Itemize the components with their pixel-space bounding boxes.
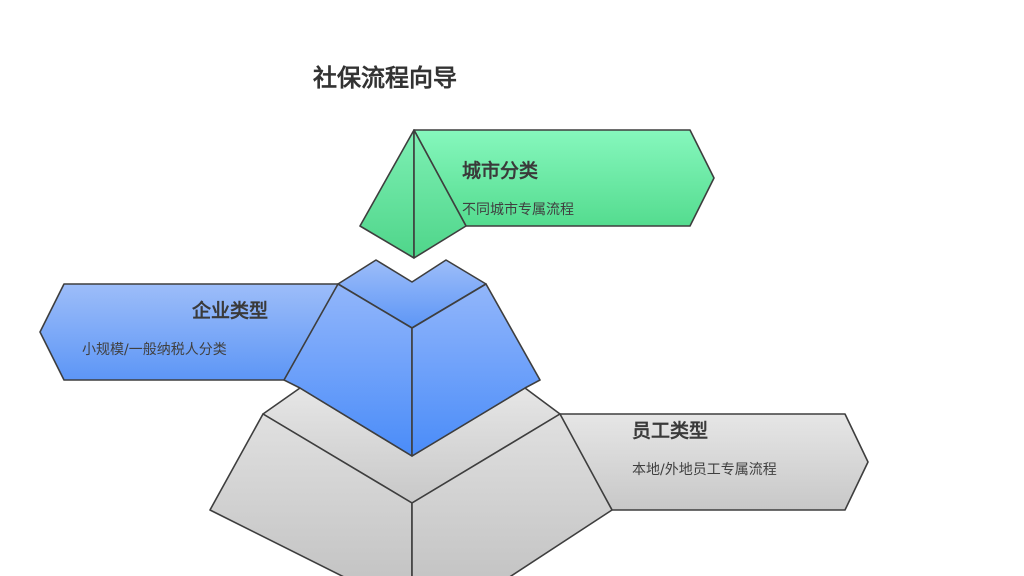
- city-layer: [359, 129, 715, 259]
- enterprise-layer: [39, 259, 541, 457]
- employee-layer-left-face: [209, 413, 413, 576]
- employee-subtitle: 本地/外地员工专属流程: [632, 462, 777, 478]
- page-title: 社保流程向导: [313, 64, 457, 92]
- enterprise-heading: 企业类型: [192, 300, 269, 322]
- employee-layer: [209, 387, 869, 576]
- city-layer-left-face: [359, 129, 415, 259]
- enterprise-layer-left-face: [283, 283, 413, 457]
- employee-heading: 员工类型: [632, 420, 709, 442]
- enterprise-layer-right-face: [411, 283, 541, 457]
- city-layer-right-face: [413, 129, 467, 259]
- city-subtitle: 不同城市专属流程: [462, 202, 574, 218]
- city-heading: 城市分类: [462, 160, 539, 182]
- enterprise-subtitle: 小规模/一般纳税人分类: [82, 342, 227, 358]
- employee-layer-right-face: [411, 413, 613, 576]
